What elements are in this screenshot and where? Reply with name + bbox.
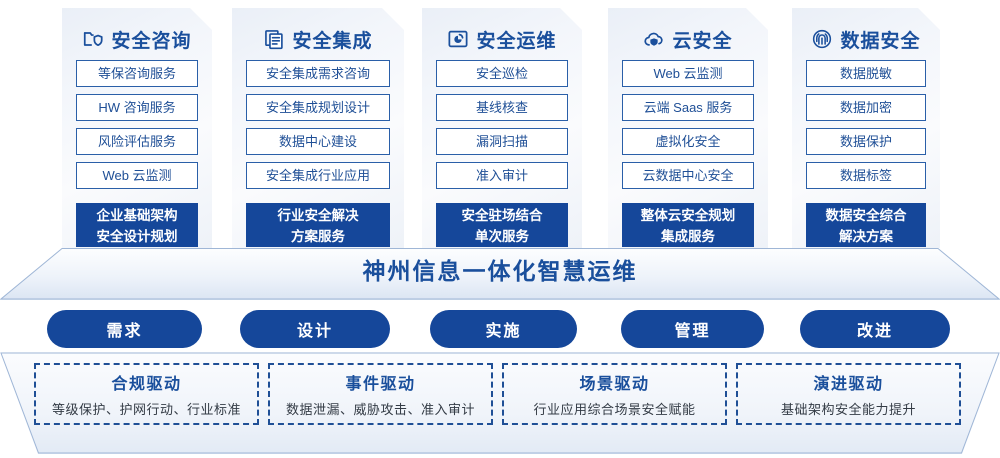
service-item[interactable]: 基线核查 (436, 94, 568, 121)
pillar-card-3: 安全运维安全巡检基线核查漏洞扫描准入审计安全驻场结合单次服务 (422, 8, 582, 248)
fingerprint-icon (811, 28, 833, 50)
pillar-card-2: 安全集成安全集成需求咨询安全集成规划设计数据中心建设安全集成行业应用行业安全解决… (232, 8, 404, 248)
service-item[interactable]: 安全集成需求咨询 (246, 60, 390, 87)
service-item[interactable]: 等保咨询服务 (76, 60, 198, 87)
lifecycle-pill-4[interactable]: 管理 (621, 310, 764, 348)
service-item[interactable]: 数据加密 (806, 94, 926, 121)
service-item[interactable]: 漏洞扫描 (436, 128, 568, 155)
highlight-line: 企业基础架构 (96, 207, 178, 223)
highlight-line: 数据安全综合 (825, 207, 907, 223)
driver-box-4[interactable]: 演进驱动基础架构安全能力提升 (736, 363, 961, 425)
pillar-title: 云安全 (672, 30, 733, 52)
driver-box-3[interactable]: 场景驱动行业应用综合场景安全赋能 (502, 363, 727, 425)
lifecycle-pills-row: 需求设计 实施 管理改进 (0, 310, 1000, 348)
highlight-line: 整体云安全规划 (640, 207, 736, 223)
service-item[interactable]: 数据保护 (806, 128, 926, 155)
highlight-line: 集成服务 (661, 228, 715, 244)
pillar-title: 安全运维 (476, 30, 557, 52)
driver-title: 演进驱动 (813, 376, 884, 393)
pillar-highlight-item[interactable]: 行业安全解决方案服务 (246, 203, 390, 247)
service-item[interactable]: Web 云监测 (76, 162, 198, 189)
banner-title: 神州信息一体化智慧运维 (362, 258, 638, 284)
pillar-service-list: 数据脱敏数据加密数据保护数据标签数据安全综合解决方案 (792, 60, 940, 247)
pillar-cards-row: 安全咨询等保咨询服务 HW 咨询服务风险评估服务 Web 云监测企业基础架构安全设计… (0, 0, 1000, 252)
lifecycle-pill-2[interactable]: 设计 (240, 310, 390, 348)
folder-shield-icon (82, 28, 104, 50)
driver-box-1[interactable]: 合规驱动等级保护、护网行动、行业标准 (34, 363, 259, 425)
pillar-title: 数据安全 (840, 30, 921, 52)
service-item[interactable]: 数据中心建设 (246, 128, 390, 155)
pillar-header: 云安全 (608, 18, 768, 60)
service-item[interactable]: 准入审计 (436, 162, 568, 189)
service-item[interactable]: 虚拟化安全 (622, 128, 754, 155)
driver-subtitle: 行业应用综合场景安全赋能 (533, 402, 696, 417)
pillar-title: 安全集成 (292, 30, 373, 52)
service-item[interactable]: 安全集成行业应用 (246, 162, 390, 189)
folder-chart-icon (447, 28, 469, 50)
driver-subtitle: 基础架构安全能力提升 (780, 402, 916, 417)
service-item[interactable]: 云端 Saas 服务 (622, 94, 754, 121)
pillar-highlight-item[interactable]: 数据安全综合解决方案 (806, 203, 926, 247)
service-item[interactable]: HW 咨询服务 (76, 94, 198, 121)
pillar-card-1: 安全咨询等保咨询服务 HW 咨询服务风险评估服务 Web 云监测企业基础架构安全设计… (62, 8, 212, 248)
pillar-highlight-item[interactable]: 安全驻场结合单次服务 (436, 203, 568, 247)
driver-subtitle: 数据泄漏、威胁攻击、准入审计 (285, 402, 475, 417)
highlight-line: 安全驻场结合 (461, 207, 543, 223)
lifecycle-pill-5[interactable]: 改进 (800, 310, 950, 348)
lifecycle-pill-1[interactable]: 需求 (47, 310, 202, 348)
pillar-service-list: 安全集成需求咨询安全集成规划设计数据中心建设安全集成行业应用行业安全解决方案服务 (232, 60, 404, 247)
service-item[interactable]: 云数据中心安全 (622, 162, 754, 189)
pillar-header: 安全运维 (422, 18, 582, 60)
pillar-header: 安全集成 (232, 18, 404, 60)
driver-title: 合规驱动 (111, 376, 182, 393)
highlight-line: 解决方案 (839, 228, 893, 244)
service-item[interactable]: 数据标签 (806, 162, 926, 189)
driver-title: 事件驱动 (345, 376, 416, 393)
lifecycle-pill-3[interactable]: 实施 (430, 310, 577, 348)
highlight-line: 安全设计规划 (96, 228, 178, 244)
service-item[interactable]: 安全集成规划设计 (246, 94, 390, 121)
pillar-header: 安全咨询 (62, 18, 212, 60)
pillar-header: 数据安全 (792, 18, 940, 60)
pillar-highlight-item[interactable]: 企业基础架构安全设计规划 (76, 203, 198, 247)
highlight-line: 方案服务 (291, 228, 345, 244)
pillar-highlight-item[interactable]: 整体云安全规划集成服务 (622, 203, 754, 247)
driver-box-2[interactable]: 事件驱动数据泄漏、威胁攻击、准入审计 (268, 363, 493, 425)
service-item[interactable]: 数据脱敏 (806, 60, 926, 87)
cloud-shield-icon (643, 28, 665, 50)
service-item[interactable]: 安全巡检 (436, 60, 568, 87)
highlight-line: 行业安全解决 (277, 207, 359, 223)
driver-subtitle: 等级保护、护网行动、行业标准 (51, 402, 241, 417)
pillar-card-4: 云安全 Web 云监测云端 Saas 服务虚拟化安全云数据中心安全整体云安全规划集… (608, 8, 768, 248)
pillar-service-list: 等保咨询服务 HW 咨询服务风险评估服务 Web 云监测企业基础架构安全设计规划 (62, 60, 212, 247)
service-item[interactable]: Web 云监测 (622, 60, 754, 87)
documents-stack-icon (263, 28, 285, 50)
pillar-service-list: 安全巡检基线核查漏洞扫描准入审计安全驻场结合单次服务 (422, 60, 582, 247)
pillar-service-list: Web 云监测云端 Saas 服务虚拟化安全云数据中心安全整体云安全规划集成服务 (608, 60, 768, 247)
pillar-card-5: 数据安全数据脱敏数据加密数据保护数据标签数据安全综合解决方案 (792, 8, 940, 248)
driver-title: 场景驱动 (579, 376, 650, 393)
highlight-line: 单次服务 (475, 228, 529, 244)
service-item[interactable]: 风险评估服务 (76, 128, 198, 155)
pillar-title: 安全咨询 (111, 30, 192, 52)
